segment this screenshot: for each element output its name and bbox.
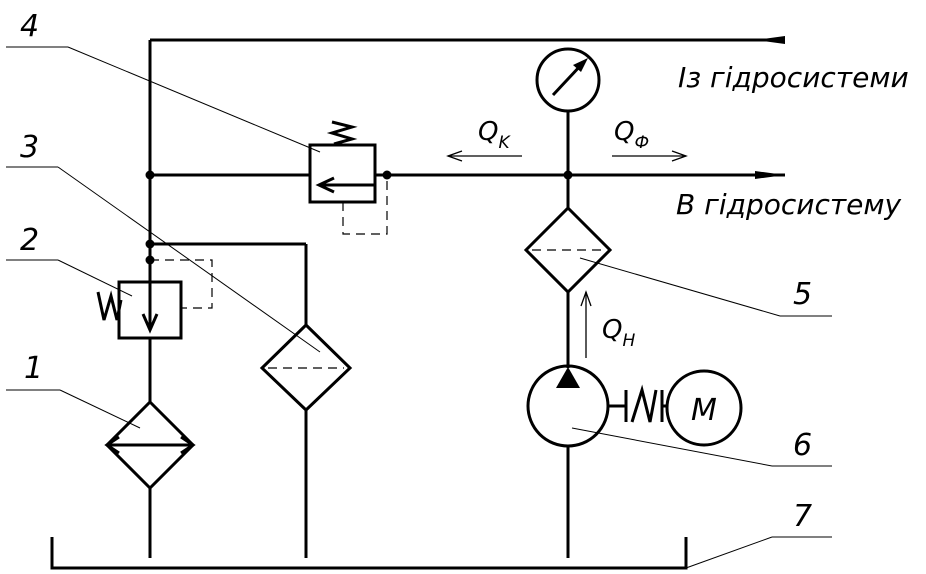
callout-6: 6	[793, 428, 812, 463]
check-valve	[96, 259, 213, 340]
flow-label-qf: QФ	[614, 117, 649, 153]
relief-valve	[308, 120, 388, 235]
arrow-left-icon	[755, 36, 785, 44]
tank	[50, 537, 688, 570]
junctions	[145, 170, 573, 265]
pump	[526, 364, 668, 448]
leader-lines	[6, 46, 832, 569]
flow-arrows	[446, 150, 688, 358]
heat-exchanger	[104, 399, 196, 491]
pressure-gauge	[535, 47, 601, 113]
motor: M	[665, 369, 743, 447]
arrow-right-icon	[755, 171, 785, 179]
line-arrows	[755, 36, 785, 179]
flow-label-qn: QН	[602, 315, 635, 351]
flow-label-qk: QK	[478, 117, 511, 153]
motor-label: M	[691, 393, 717, 428]
to-system-label: В гідросистему	[676, 188, 902, 221]
filter-5	[523, 205, 613, 295]
callout-5: 5	[793, 277, 812, 312]
spring-icon	[96, 290, 123, 321]
callout-3: 3	[20, 130, 39, 165]
callout-4: 4	[20, 9, 39, 44]
callout-1: 1	[24, 351, 43, 386]
from-system-label: Із гідросистеми	[678, 61, 909, 94]
pipelines	[148, 38, 785, 558]
callout-2: 2	[20, 223, 39, 258]
callout-7: 7	[793, 499, 812, 534]
filter-3	[259, 322, 353, 413]
spring-icon	[326, 120, 358, 146]
